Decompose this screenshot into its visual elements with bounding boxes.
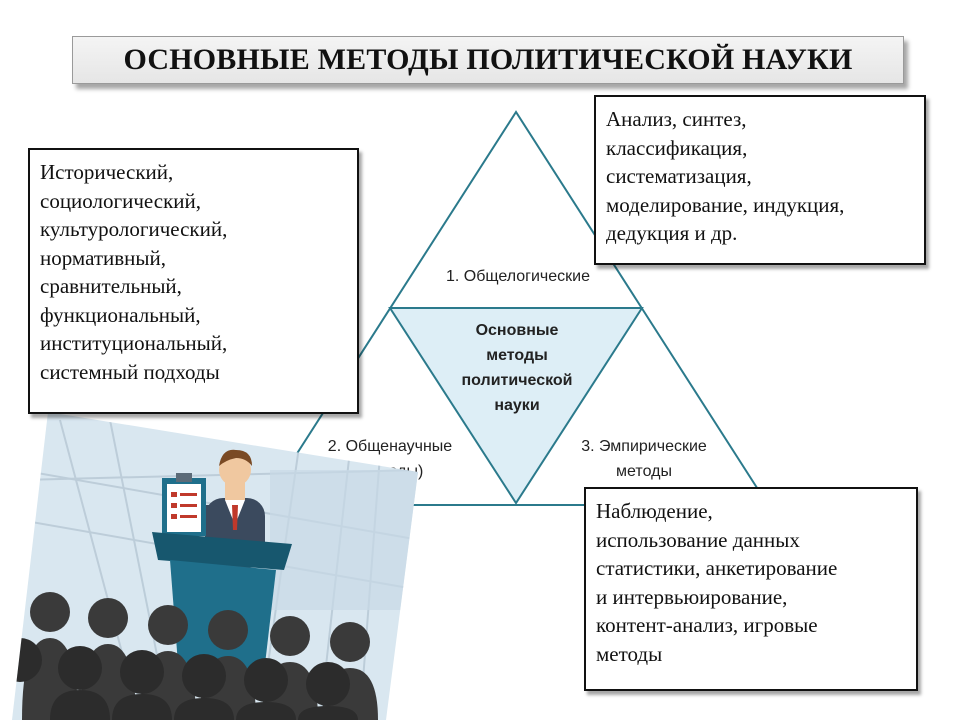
top-segment-label: 1. Общелогические bbox=[446, 268, 590, 285]
box-line: Наблюдение, bbox=[596, 499, 713, 523]
box-line: методы bbox=[596, 641, 663, 666]
title-banner: ОСНОВНЫЕ МЕТОДЫ ПОЛИТИЧЕСКОЙ НАУКИ bbox=[72, 36, 904, 84]
box-line: статистики, анкетирование bbox=[596, 556, 838, 580]
center-label-line-4: науки bbox=[494, 397, 539, 414]
box-line: функциональный, bbox=[40, 302, 201, 327]
right-segment-label-line-2: методы bbox=[616, 463, 672, 480]
historical-approaches-box: Исторический, социологический, культурол… bbox=[28, 148, 359, 414]
box-line: институциональный, bbox=[40, 331, 228, 355]
box-line: дедукция и др. bbox=[606, 221, 738, 245]
center-label-line-2: методы bbox=[486, 347, 548, 364]
page-title: ОСНОВНЫЕ МЕТОДЫ ПОЛИТИЧЕСКОЙ НАУКИ bbox=[123, 43, 853, 76]
audience-silhouettes bbox=[12, 592, 378, 720]
clipboard-icon bbox=[162, 473, 206, 536]
box-line: нормативный, bbox=[40, 245, 167, 270]
box-line: систематизация, bbox=[606, 164, 752, 188]
left-segment-label-line-1: 2. Общенаучные bbox=[328, 438, 453, 455]
center-inverted-triangle bbox=[388, 307, 644, 505]
box-line: социологический, bbox=[40, 188, 202, 213]
box-line: классификация, bbox=[606, 135, 748, 160]
box-line: Анализ, синтез, bbox=[606, 107, 747, 131]
box-line: системный подходы bbox=[40, 359, 220, 384]
box-line: сравнительный, bbox=[40, 274, 182, 298]
right-segment-label-line-1: 3. Эмпирические bbox=[581, 438, 707, 455]
box-line: использование данных bbox=[596, 527, 800, 552]
box-line: моделирование, индукция, bbox=[606, 192, 845, 217]
box-line: и интервьюирование, bbox=[596, 584, 788, 609]
center-label-line-1: Основные bbox=[476, 322, 559, 339]
box-line: контент-анализ, игровые bbox=[596, 613, 818, 637]
box-line: культурологический, bbox=[40, 217, 228, 241]
empirical-methods-box: Наблюдение, использование данных статист… bbox=[584, 487, 918, 691]
box-line: Исторический, bbox=[40, 160, 174, 184]
general-logical-methods-box: Анализ, синтез, классификация, системати… bbox=[594, 95, 926, 265]
center-label-line-3: политической bbox=[462, 372, 573, 389]
